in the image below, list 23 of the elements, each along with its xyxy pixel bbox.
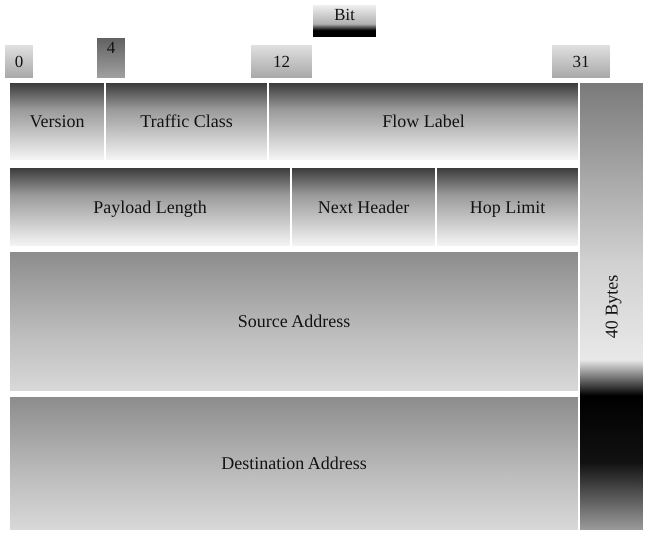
field-label: Flow Label — [382, 110, 465, 133]
field-label: Traffic Class — [140, 110, 233, 133]
size-label: 40 Bytes — [601, 274, 622, 338]
bit-position-label: 31 — [552, 45, 610, 78]
header-field — [106, 83, 267, 160]
bit-position-label: 4 — [97, 38, 125, 78]
header-field — [10, 397, 578, 530]
header-field — [269, 83, 578, 160]
bit-position-label: 0 — [5, 45, 33, 78]
size-bar — [580, 83, 643, 530]
bit-position-label: 12 — [251, 45, 312, 78]
field-label: Source Address — [238, 310, 350, 333]
field-label: Payload Length — [93, 196, 207, 218]
header-field — [10, 168, 290, 246]
header-field — [292, 168, 435, 246]
header-field — [10, 252, 578, 391]
header-field — [10, 83, 104, 160]
header-field — [437, 168, 578, 246]
field-label: Destination Address — [221, 452, 367, 475]
field-label: Next Header — [318, 196, 410, 218]
field-label: Version — [30, 110, 84, 133]
field-label: Hop Limit — [470, 196, 546, 218]
bit-heading: Bit — [313, 5, 376, 37]
